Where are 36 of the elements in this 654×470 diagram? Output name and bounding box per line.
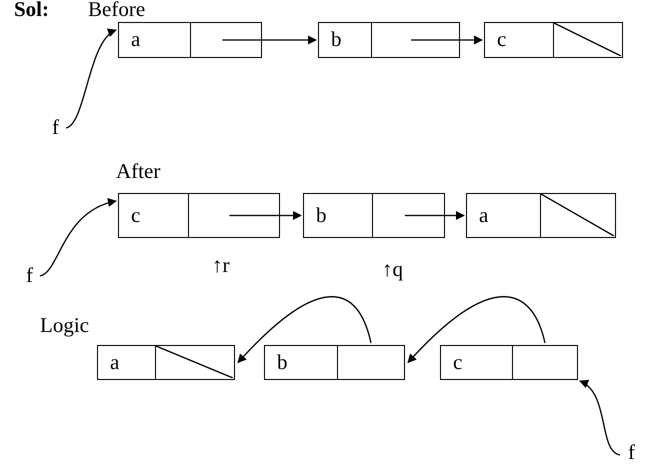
pointer-name: ↑q xyxy=(382,258,403,280)
arrow xyxy=(229,211,302,220)
node-value: b xyxy=(277,350,288,372)
arrow xyxy=(411,36,483,44)
list-node xyxy=(97,345,235,380)
section-heading: Logic xyxy=(40,314,89,336)
list-node xyxy=(484,22,623,58)
pointer-name: f xyxy=(628,441,635,463)
list-node xyxy=(440,345,578,380)
section-heading: Before xyxy=(88,0,146,20)
node-value: b xyxy=(331,28,342,50)
pointer-name: ↑r xyxy=(212,254,230,276)
arrow xyxy=(407,296,546,364)
list-node xyxy=(264,345,405,380)
pointer-name: f xyxy=(26,264,33,286)
arrow xyxy=(404,211,465,220)
list-node xyxy=(466,193,616,238)
list-node xyxy=(318,22,460,58)
node-value: c xyxy=(131,204,140,226)
node-value: a xyxy=(110,350,120,372)
list-node xyxy=(118,193,280,238)
arrow xyxy=(66,29,117,129)
node-value: a xyxy=(131,28,140,50)
solution-heading: Sol: xyxy=(14,0,50,20)
node-value: c xyxy=(497,28,506,50)
node-value: a xyxy=(479,204,488,226)
arrow xyxy=(222,36,317,44)
section-heading: After xyxy=(116,160,160,182)
arrow xyxy=(40,198,117,277)
arrow xyxy=(579,380,620,456)
arrow xyxy=(237,296,372,364)
list-node xyxy=(303,193,445,238)
node-value: c xyxy=(453,350,462,372)
list-node xyxy=(118,22,262,58)
pointer-name: f xyxy=(52,116,59,138)
node-value: b xyxy=(316,204,326,226)
